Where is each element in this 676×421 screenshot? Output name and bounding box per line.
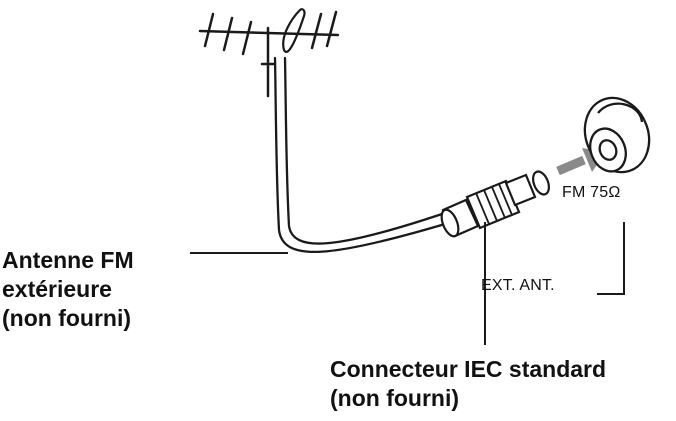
fm-antenna-icon (198, 8, 340, 98)
fm-jack-label: FM 75Ω (562, 184, 621, 201)
jack-leader-line (597, 222, 625, 295)
connector-label: Connecteur IEC standard (non fourni) (330, 355, 606, 413)
antenna-label-line-2: extérieure (2, 276, 112, 302)
antenna-label-line-1: Antenne FM (2, 247, 134, 273)
antenna-label: Antenne FM extérieure (non fourni) (2, 246, 134, 333)
fm-jack-icon (583, 96, 651, 174)
leader-lines (190, 222, 625, 345)
connector-label-line-1: Connecteur IEC standard (330, 356, 607, 382)
iec-connector-icon (440, 170, 550, 238)
connector-label-line-2: (non fourni) (330, 385, 460, 411)
ext-ant-label: EXT. ANT. (481, 277, 555, 294)
antenna-label-line-3: (non fourni) (2, 305, 132, 331)
antenna-cable (273, 56, 447, 254)
